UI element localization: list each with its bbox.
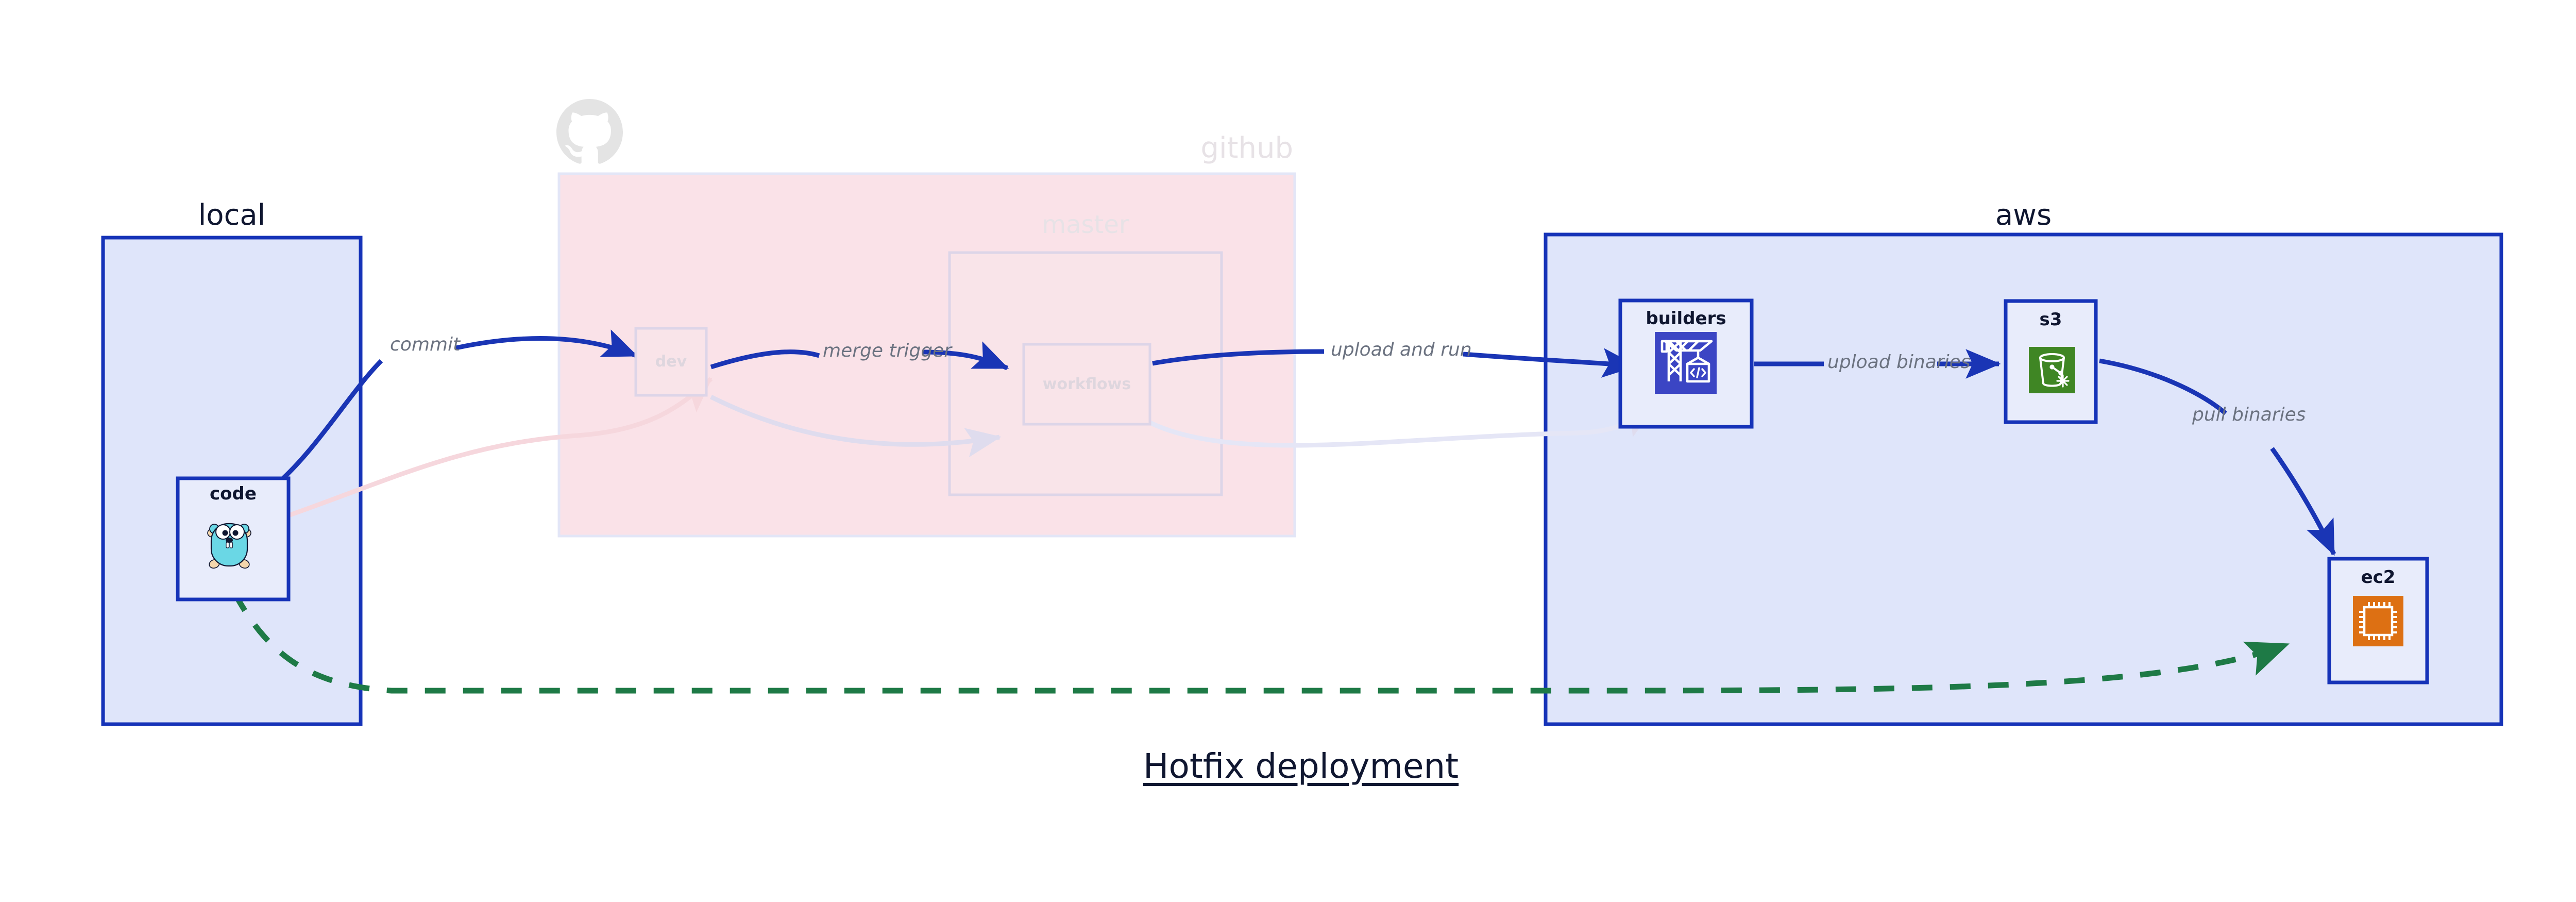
github-octocat-icon xyxy=(556,99,623,164)
edge-commit-line-2 xyxy=(455,329,638,358)
node-dev-box[interactable] xyxy=(634,327,708,397)
group-label-aws: aws xyxy=(1995,198,2052,232)
group-label-master: master xyxy=(1042,210,1129,239)
node-label-ec2: ec2 xyxy=(2361,567,2396,588)
edge-pull-binaries-line-1 xyxy=(2099,358,2227,415)
edge-label-upload-binaries: upload binaries xyxy=(1827,352,1971,373)
diagram-title: Hotfix deployment xyxy=(1143,746,1459,786)
node-workflows-box[interactable] xyxy=(1022,343,1151,426)
edge-faded-dev-workflows xyxy=(709,394,1002,458)
edge-pull-binaries-line-2 xyxy=(2270,447,2336,556)
group-label-local: local xyxy=(198,198,266,232)
edge-merge-trigger-line-2 xyxy=(922,341,1009,371)
edge-upload-and-run-line-1 xyxy=(1152,349,1325,366)
node-label-builders: builders xyxy=(1646,308,1726,329)
edge-label-pull-binaries: pull binaries xyxy=(2192,404,2306,425)
s3-bucket-icon xyxy=(2029,347,2075,393)
edge-hotfix-direct-dashed xyxy=(232,591,2290,694)
go-gopher-icon xyxy=(207,523,251,569)
node-label-workflows: workflows xyxy=(1042,375,1131,393)
edge-label-commit: commit xyxy=(390,334,461,355)
edge-commit-line-1 xyxy=(272,359,383,489)
group-label-github: github xyxy=(1200,131,1293,165)
node-label-s3: s3 xyxy=(2039,309,2062,330)
edge-merge-trigger-line-1 xyxy=(710,349,820,370)
node-label-dev: dev xyxy=(655,353,687,371)
edge-label-upload-and-run: upload and run xyxy=(1331,339,1472,360)
crane-code-icon xyxy=(1655,332,1717,394)
cpu-chip-icon xyxy=(2353,596,2403,646)
node-label-code: code xyxy=(210,483,257,504)
edge-label-merge-trigger: merge trigger xyxy=(823,340,952,361)
edge-faded-code-dev xyxy=(287,377,713,518)
